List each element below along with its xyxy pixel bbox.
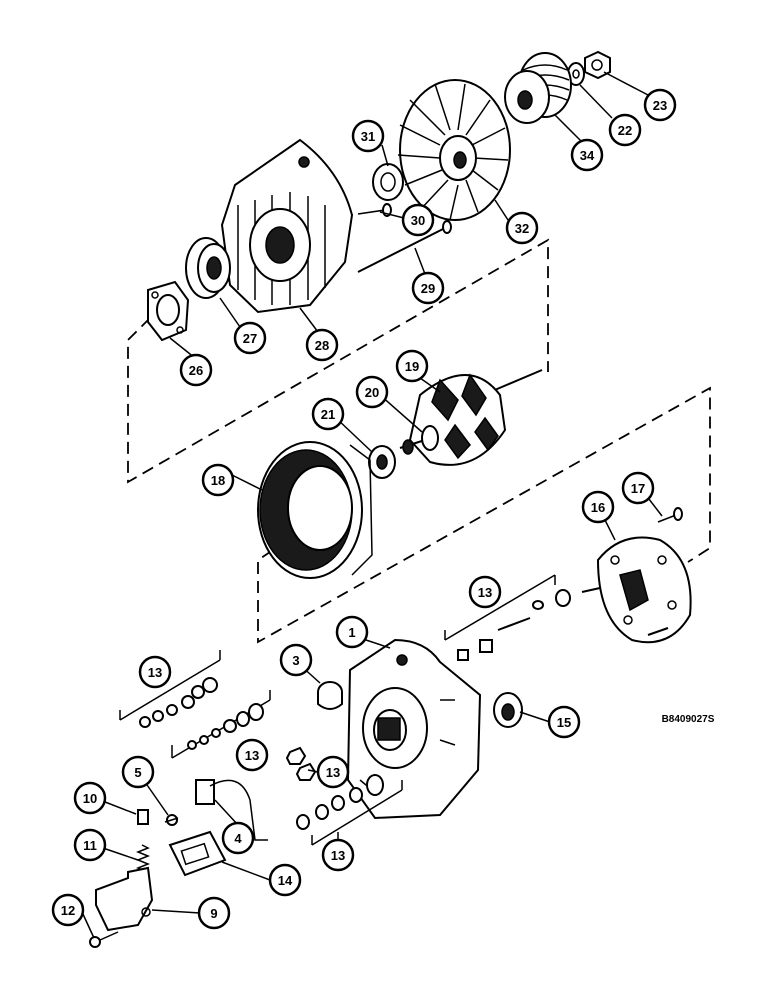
svg-text:32: 32 (515, 221, 529, 236)
brush-holder-part (95, 866, 154, 932)
reference-code: B8409027S (662, 714, 715, 725)
svg-text:13: 13 (245, 748, 259, 763)
svg-text:10: 10 (83, 791, 97, 806)
svg-text:15: 15 (557, 715, 571, 730)
callout-34: 34 (570, 138, 604, 172)
callout-13-nuts: 13 (316, 755, 350, 789)
svg-text:5: 5 (134, 765, 141, 780)
callout-4: 4 (221, 821, 255, 855)
svg-text:27: 27 (243, 331, 257, 346)
callout-23: 23 (643, 88, 677, 122)
svg-text:14: 14 (278, 873, 293, 888)
callout-30: 30 (401, 203, 435, 237)
callout-13-middle-left: 13 (235, 738, 269, 772)
svg-text:21: 21 (321, 407, 335, 422)
callout-13-top-right: 13 (468, 575, 502, 609)
svg-text:11: 11 (83, 838, 97, 853)
svg-text:16: 16 (591, 500, 605, 515)
callout-9: 9 (197, 896, 231, 930)
callout-12: 12 (51, 893, 85, 927)
holder-screw-part (89, 931, 119, 948)
callout-18: 18 (201, 463, 235, 497)
hardware-middle-left (171, 690, 271, 759)
callout-17: 17 (621, 471, 655, 505)
fan-part (397, 79, 511, 221)
bearing-part (372, 163, 404, 201)
svg-text:26: 26 (189, 363, 203, 378)
slip-ring-end-housing-part (346, 638, 482, 820)
gasket-part (168, 830, 227, 877)
svg-text:18: 18 (211, 473, 225, 488)
slip-ring-part (399, 425, 439, 455)
svg-text:22: 22 (618, 123, 632, 138)
callout-15: 15 (547, 705, 581, 739)
stator-part (257, 441, 373, 579)
hardware-lower (296, 774, 403, 846)
dashed-guide-lower (257, 386, 711, 644)
through-bolt-part (357, 220, 452, 273)
svg-text:28: 28 (315, 338, 329, 353)
svg-text:30: 30 (411, 213, 425, 228)
callout-16: 16 (581, 490, 615, 524)
svg-text:1: 1 (348, 625, 355, 640)
callout-32: 32 (505, 211, 539, 245)
svg-text:12: 12 (61, 903, 75, 918)
callout-3: 3 (279, 643, 313, 677)
callout-13-upper-left: 13 (138, 655, 172, 689)
callout-19: 19 (395, 349, 429, 383)
svg-text:13: 13 (478, 585, 492, 600)
hardware-upper-left (119, 650, 221, 728)
small-screw-part (164, 814, 179, 826)
callout-28: 28 (305, 328, 339, 362)
nuts-middle (285, 746, 317, 781)
callout-26: 26 (179, 353, 213, 387)
callout-13-lower: 13 (321, 838, 355, 872)
callout-29: 29 (411, 271, 445, 305)
svg-text:13: 13 (331, 848, 345, 863)
callout-5: 5 (121, 755, 155, 789)
wire-harness-part (195, 779, 268, 841)
callout-22: 22 (608, 113, 642, 147)
svg-text:17: 17 (631, 481, 645, 496)
callout-14: 14 (268, 863, 302, 897)
slip-ring-bearing-part (368, 445, 396, 479)
grommet-part (493, 692, 523, 728)
brush-part (137, 809, 149, 825)
svg-text:4: 4 (234, 831, 242, 846)
sleeve-part (317, 681, 343, 710)
rectifier-part (581, 536, 692, 644)
svg-text:3: 3 (292, 653, 299, 668)
callout-20: 20 (355, 375, 389, 409)
drive-end-housing-part (220, 138, 354, 314)
screw-part (357, 203, 392, 217)
svg-text:34: 34 (580, 148, 595, 163)
retainer-plate-part (147, 280, 190, 342)
callout-21: 21 (311, 397, 345, 431)
callout-27: 27 (233, 321, 267, 355)
brush-holder-screw-part (657, 507, 683, 523)
callout-11: 11 (73, 828, 107, 862)
hex-nut-part (584, 50, 611, 80)
svg-text:13: 13 (148, 665, 162, 680)
svg-text:13: 13 (326, 765, 340, 780)
pulley-part (504, 52, 572, 124)
drive-bearing-part (185, 237, 231, 299)
svg-text:9: 9 (210, 906, 217, 921)
svg-text:23: 23 (653, 98, 667, 113)
callout-1: 1 (335, 615, 369, 649)
svg-text:19: 19 (405, 359, 419, 374)
dashed-guide-upper (127, 238, 549, 484)
svg-text:20: 20 (365, 385, 379, 400)
svg-text:31: 31 (361, 129, 375, 144)
callout-10: 10 (73, 781, 107, 815)
terminal-hardware-right (444, 574, 571, 661)
svg-text:29: 29 (421, 281, 435, 296)
callout-31: 31 (351, 119, 385, 153)
